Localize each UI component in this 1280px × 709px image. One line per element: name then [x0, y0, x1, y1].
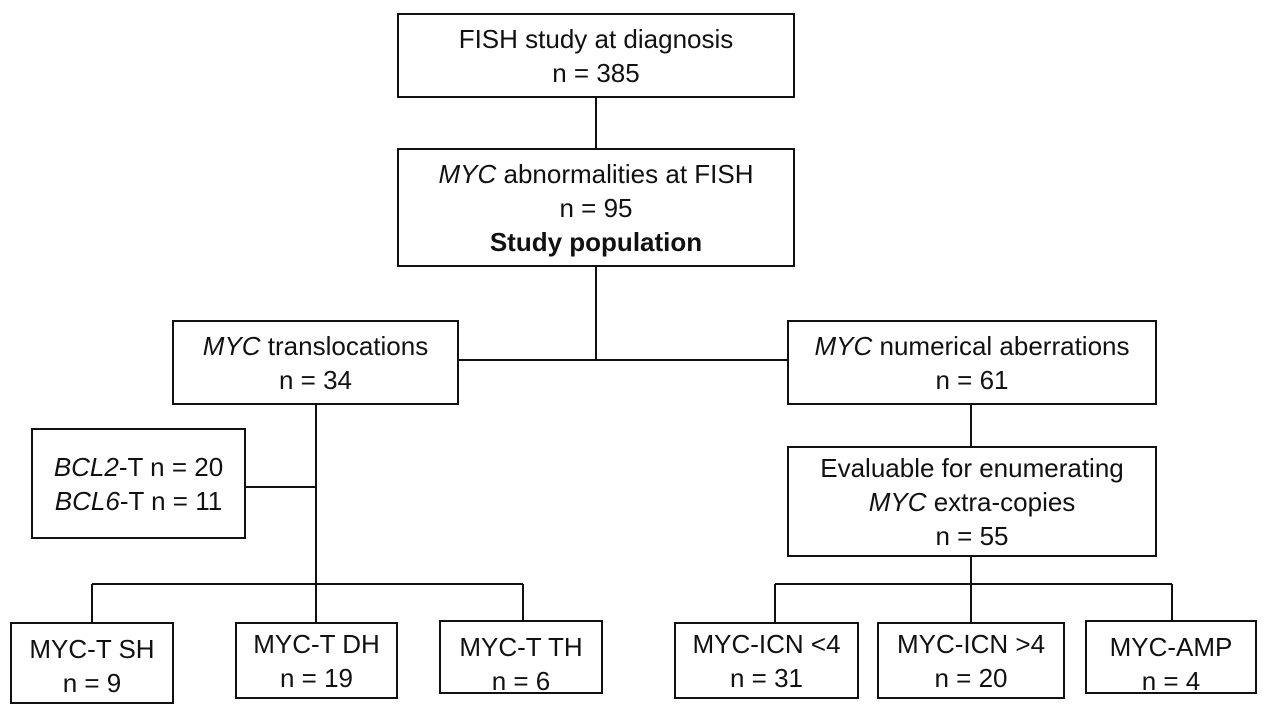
myc-t-dh-label: MYC-T DH [253, 628, 380, 659]
myc-amp-count: n = 4 [1141, 666, 1201, 696]
myc-amp-label: MYC-AMP [1109, 632, 1233, 662]
translocations-box: MYC translocations n = 34 [172, 320, 459, 405]
numerical-aberrations-count: n = 61 [935, 364, 1009, 395]
myc-icn-lt4-box: MYC-ICN <4 n = 31 [674, 622, 859, 699]
myc-icn-gt4-count: n = 20 [934, 662, 1008, 693]
myc-icn-lt4-count: n = 31 [729, 662, 803, 693]
bcl6-translocation: BCL6-T n = 11 [54, 485, 223, 516]
myc-t-dh-box: MYC-T DH n = 19 [235, 622, 398, 699]
fish-study-box: FISH study at diagnosis n = 385 [397, 13, 795, 98]
myc-icn-gt4-box: MYC-ICN >4 n = 20 [877, 622, 1065, 699]
study-population-label: Study population [489, 226, 703, 257]
study-population-box: MYC abnormalities at FISH n = 95 Study p… [397, 148, 795, 267]
translocations-count: n = 34 [278, 364, 352, 395]
partner-translocations-box: BCL2-T n = 20 BCL6-T n = 11 [31, 428, 246, 539]
myc-t-th-box: MYC-T TH n = 6 [439, 620, 603, 696]
evaluable-box: Evaluable for enumerating MYC extra-copi… [787, 446, 1157, 557]
fish-study-title: FISH study at diagnosis [458, 23, 734, 54]
myc-amp-box: MYC-AMP n = 4 [1085, 620, 1257, 696]
myc-t-sh-box: MYC-T SH n = 9 [10, 622, 174, 704]
fish-study-count: n = 385 [552, 57, 640, 88]
evaluable-heading: Evaluable for enumerating [820, 452, 1124, 483]
myc-t-th-count: n = 6 [491, 666, 551, 696]
myc-t-dh-count: n = 19 [279, 662, 353, 693]
myc-icn-gt4-label: MYC-ICN >4 [896, 628, 1046, 659]
evaluable-count: n = 55 [935, 520, 1009, 551]
myc-icn-lt4-label: MYC-ICN <4 [692, 628, 841, 659]
myc-t-sh-count: n = 9 [62, 668, 122, 698]
translocations-heading: MYC translocations [202, 330, 429, 361]
numerical-aberrations-box: MYC numerical aberrations n = 61 [787, 320, 1157, 405]
bcl2-translocation: BCL2-T n = 20 [53, 451, 224, 482]
myc-t-sh-label: MYC-T SH [29, 634, 155, 664]
evaluable-subheading: MYC extra-copies [868, 486, 1076, 517]
numerical-aberrations-heading: MYC numerical aberrations [814, 330, 1130, 361]
myc-t-th-label: MYC-T TH [459, 632, 583, 662]
study-population-heading: MYC abnormalities at FISH [438, 158, 754, 189]
study-population-count: n = 95 [559, 192, 633, 223]
